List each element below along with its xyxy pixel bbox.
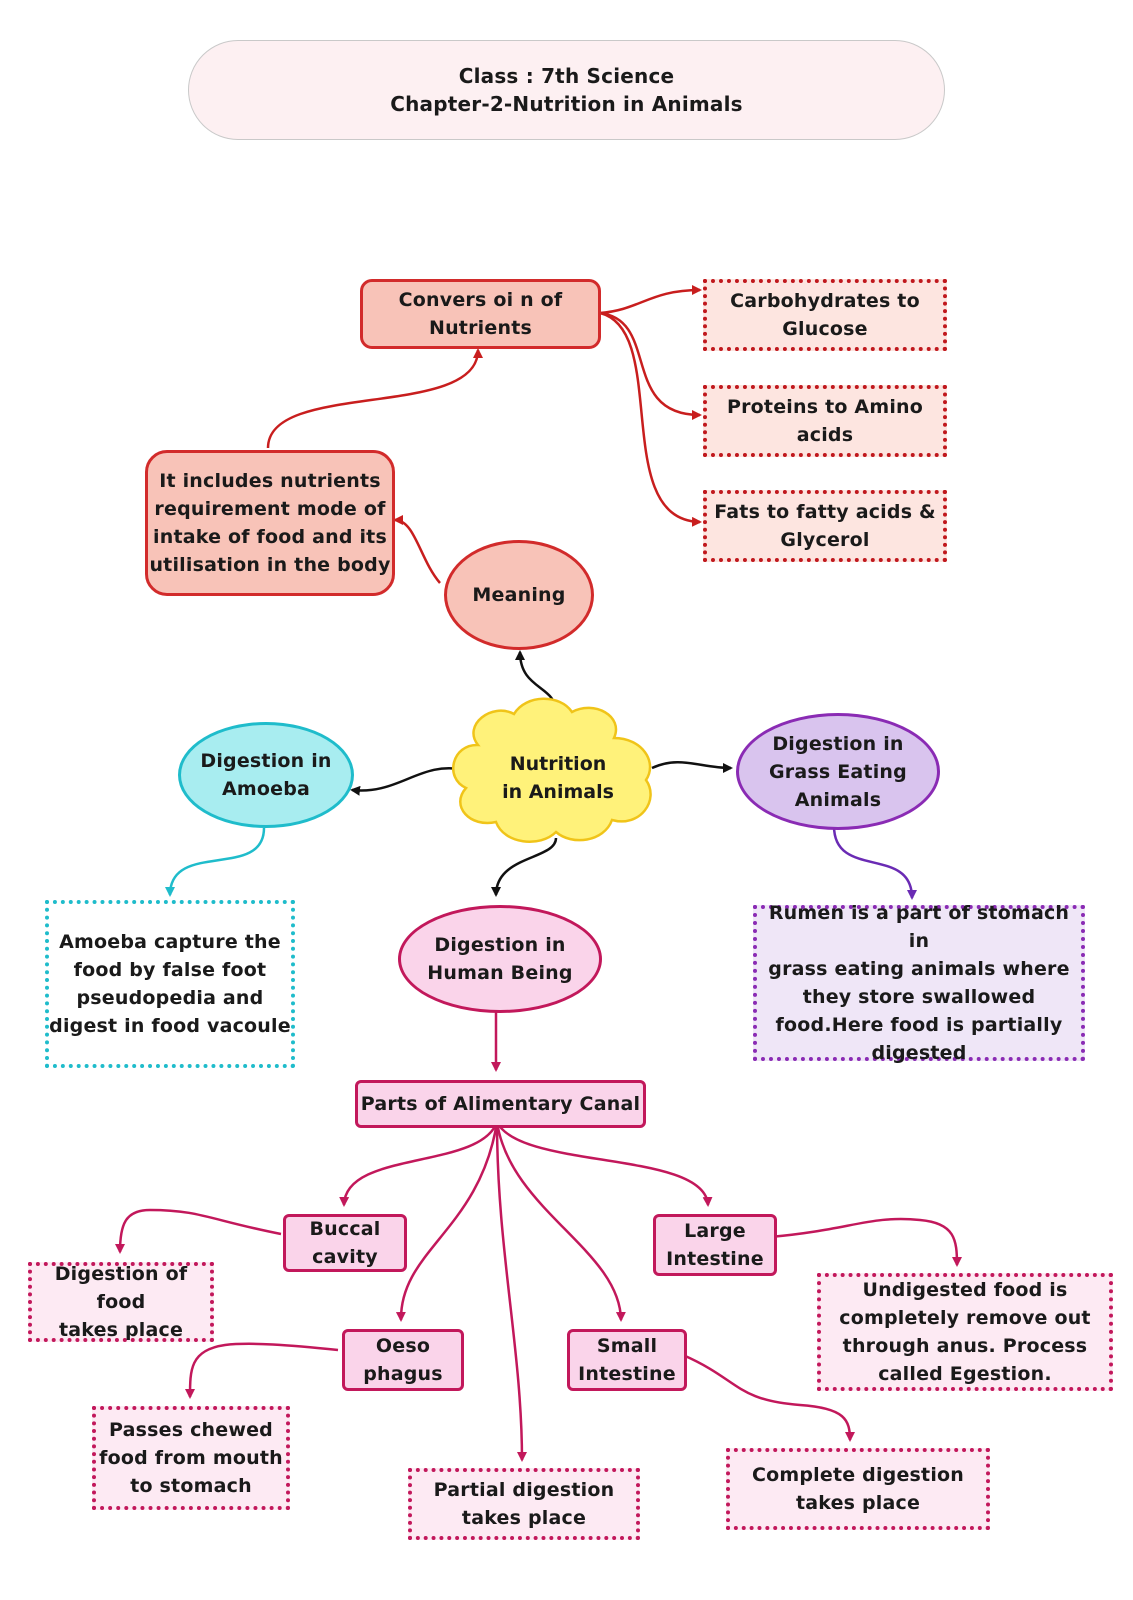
edge-canal-to-buccal — [339, 1121, 499, 1207]
edge-detail-to-conversion — [266, 348, 483, 449]
carbohydrates-to-glucose-box: Carbohydrates to Glucose — [703, 279, 947, 351]
edge-canal-to-stomach-detail — [495, 1121, 527, 1462]
proteins-to-amino-acids-box: Proteins to Amino acids — [703, 385, 947, 457]
edge-canal-to-large — [495, 1121, 713, 1207]
meaning-detail-box: It includes nutrients requirement mode o… — [145, 450, 395, 596]
edge-center-to-human — [491, 837, 558, 897]
small-intestine-box: Small Intestine — [567, 1329, 687, 1391]
oesophagus-detail-box: Passes chewed food from mouth to stomach — [92, 1406, 290, 1510]
nutrition-in-animals-node: Nutrition in Animals — [480, 735, 636, 821]
digestion-in-grass-eating-animals-node: Digestion in Grass Eating Animals — [736, 713, 940, 830]
conversion-of-nutrients-box: Convers oi n of Nutrients — [360, 279, 601, 349]
oesophagus-box: Oeso phagus — [342, 1329, 464, 1391]
large-intestine-detail-box: Undigested food is completely remove out… — [817, 1273, 1113, 1391]
small-intestine-detail-box: Complete digestion takes place — [726, 1448, 990, 1530]
digestion-in-human-being-node: Digestion in Human Being — [398, 905, 602, 1013]
edge-meaning-to-detail — [393, 515, 441, 584]
buccal-detail-box: Digestion of food takes place — [28, 1262, 214, 1342]
large-intestine-box: Large Intestine — [653, 1214, 777, 1276]
buccal-cavity-box: Buccal cavity — [283, 1214, 407, 1272]
edge-center-to-grass — [651, 761, 733, 773]
edge-canal-to-oesophagus — [395, 1121, 499, 1322]
edge-large-to-detail — [769, 1217, 962, 1267]
edge-conversion-to-fats — [599, 311, 702, 527]
nutrition-in-animals-label: Nutrition in Animals — [502, 753, 614, 803]
chapter-title: Chapter-2-Nutrition in Animals — [390, 92, 743, 116]
fats-to-fatty-acids-box: Fats to fatty acids & Glycerol — [703, 490, 947, 562]
edge-canal-to-small — [495, 1121, 626, 1322]
edge-amoeba-to-detail — [165, 827, 266, 897]
edge-small-to-detail — [682, 1353, 855, 1442]
stomach-detail-box: Partial digestion takes place — [408, 1468, 640, 1540]
amoeba-detail-box: Amoeba capture the food by false foot ps… — [45, 900, 295, 1068]
edge-conversion-to-proteins — [599, 311, 702, 420]
edge-center-to-amoeba — [350, 767, 466, 796]
meaning-node: Meaning — [444, 540, 594, 650]
edge-oesophagus-to-detail — [185, 1342, 339, 1399]
class-title: Class : 7th Science — [458, 64, 675, 88]
edge-buccal-to-detail — [115, 1208, 282, 1254]
rumen-detail-box: Rumen is a part of stomach in grass eati… — [753, 902, 1085, 1064]
nutrition-cloud-shape — [451, 697, 652, 843]
edge-conversion-to-carbohydrates — [599, 285, 702, 315]
edge-grass-to-detail — [832, 825, 917, 900]
parts-of-alimentary-canal-box: Parts of Alimentary Canal — [355, 1080, 646, 1128]
digestion-in-amoeba-node: Digestion in Amoeba — [178, 722, 354, 828]
title-banner: Class : 7th Science Chapter-2-Nutrition … — [188, 40, 945, 140]
